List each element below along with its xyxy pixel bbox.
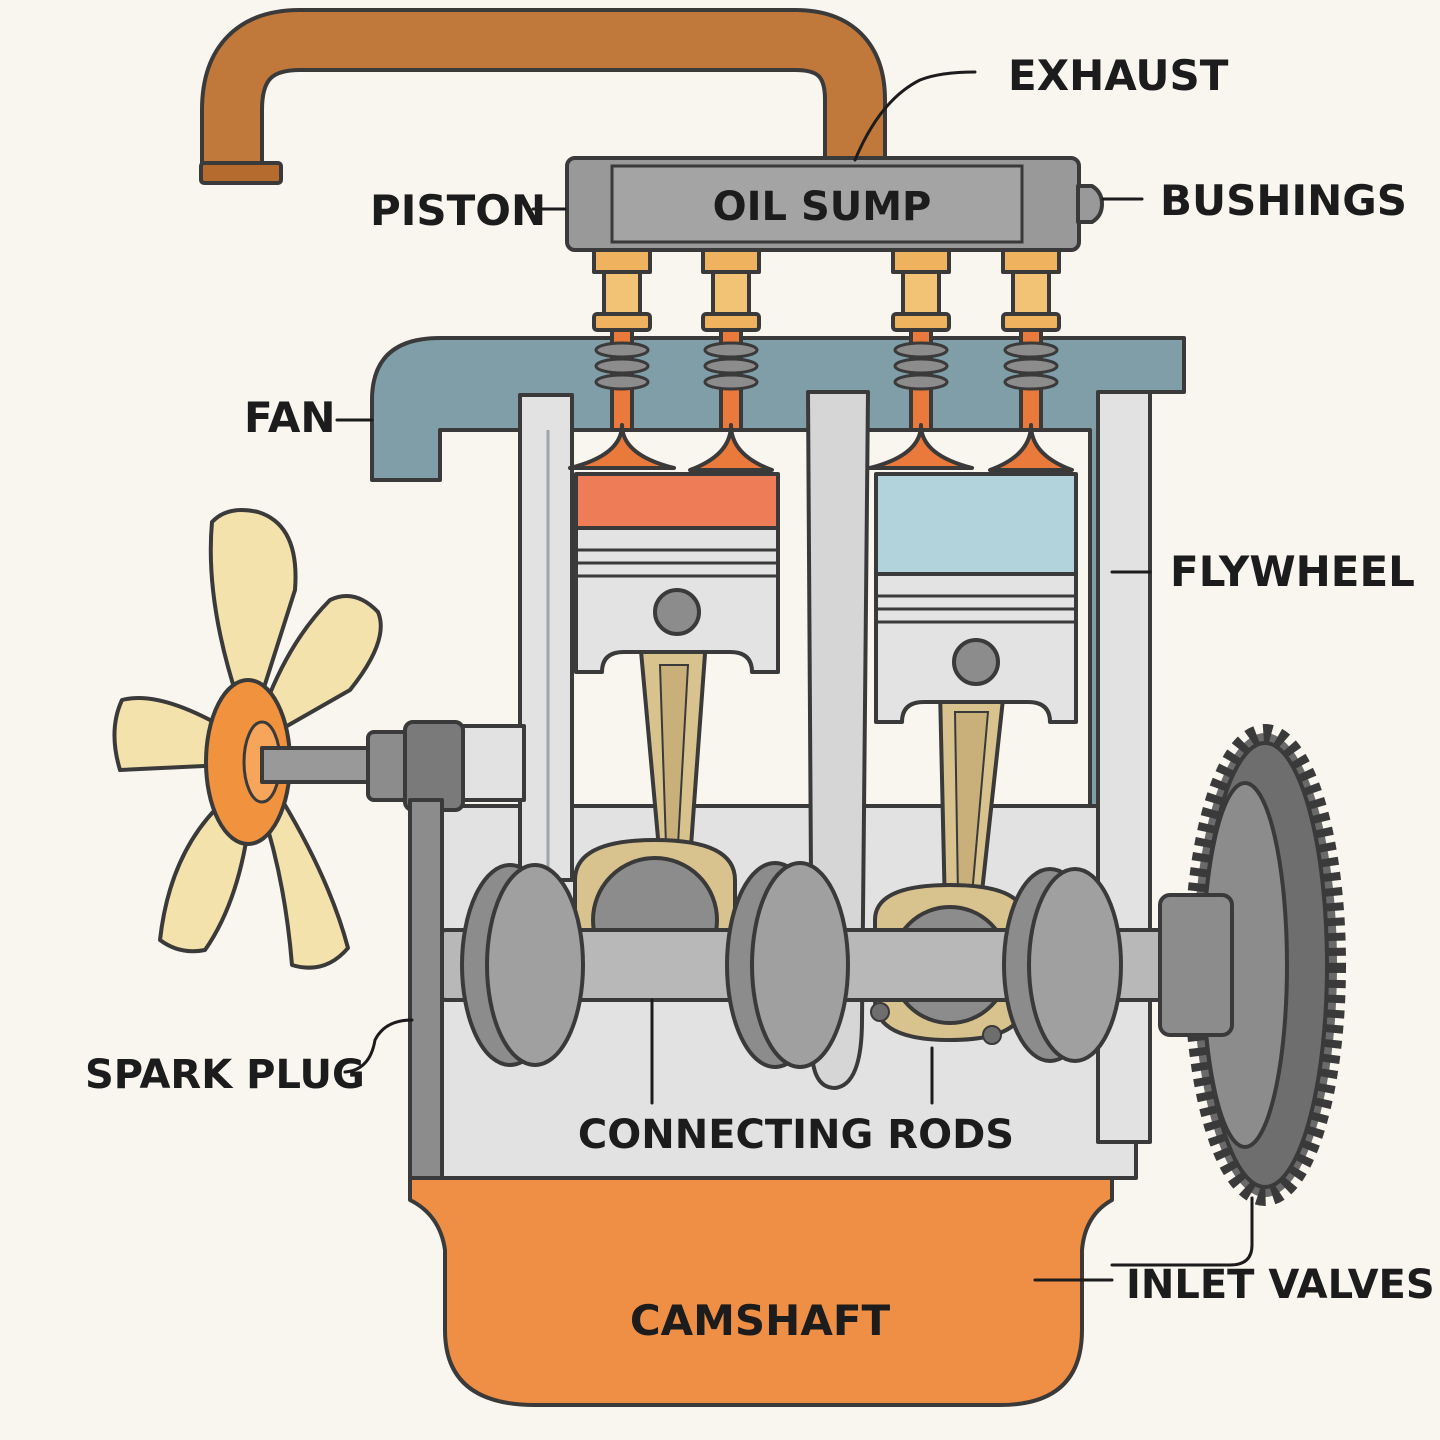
- valve-springs: [594, 341, 1059, 391]
- injectors: [592, 248, 1061, 332]
- flywheel-gear: [1158, 724, 1346, 1206]
- oil-pan: [408, 1176, 1114, 1407]
- label-inlet-valves: INLET VALVES: [1126, 1262, 1435, 1308]
- label-fan: FAN: [244, 393, 336, 442]
- exhaust-pipe: [199, 8, 887, 185]
- injector: [891, 248, 951, 332]
- piston-left: [574, 472, 780, 674]
- label-bushings: BUSHINGS: [1160, 176, 1407, 225]
- fan-assembly: [112, 508, 465, 970]
- leader-lines: [335, 70, 1254, 1282]
- crankshaft: [438, 861, 1212, 1069]
- belt: [408, 798, 444, 1180]
- injector: [1001, 248, 1061, 332]
- label-flywheel: FLYWHEEL: [1170, 547, 1415, 596]
- piston-right: [874, 472, 1078, 724]
- fuel-rail: [565, 156, 1104, 252]
- labels: EXHAUST PISTON OIL SUMP BUSHINGS FAN FLY…: [85, 51, 1435, 1345]
- label-spark-plug: SPARK PLUG: [85, 1052, 365, 1098]
- label-connecting-rods: CONNECTING RODS: [578, 1112, 1014, 1158]
- valves: [568, 328, 1074, 472]
- pistons: [574, 472, 1078, 724]
- label-camshaft: CAMSHAFT: [630, 1296, 891, 1345]
- label-piston: PISTON: [370, 186, 546, 235]
- label-oil-sump: OIL SUMP: [713, 184, 932, 230]
- label-exhaust: EXHAUST: [1008, 51, 1229, 100]
- injector: [701, 248, 761, 332]
- injector: [592, 248, 652, 332]
